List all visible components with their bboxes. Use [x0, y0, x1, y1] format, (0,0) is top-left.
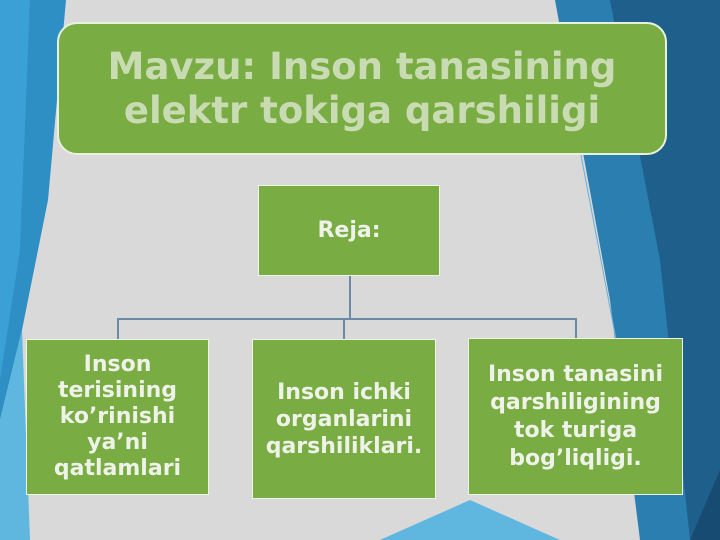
plan-item-1: Inson terisining ko’rinishi ya’ni qatlam…: [26, 339, 209, 495]
plan-box: Reja:: [258, 185, 440, 276]
connector-left: [117, 318, 119, 339]
plan-item-1-text: Inson terisining ko’rinishi ya’ni qatlam…: [53, 352, 182, 481]
plan-item-3-text: Inson tanasini qarshiligining tok turiga…: [487, 361, 664, 471]
slide-title: Mavzu: Inson tanasining elektr tokiga qa…: [107, 44, 617, 132]
connector-right: [575, 318, 577, 338]
connector-middle: [343, 318, 345, 339]
plan-item-2: Inson ichki organlarini qarshiliklari.: [252, 339, 436, 499]
connector-horizontal: [117, 318, 577, 320]
plan-item-2-text: Inson ichki organlarini qarshiliklari.: [265, 379, 423, 459]
plan-item-3: Inson tanasini qarshiligining tok turiga…: [468, 338, 683, 495]
connector-trunk: [349, 276, 351, 319]
title-box: Mavzu: Inson tanasining elektr tokiga qa…: [57, 22, 667, 155]
plan-label: Reja:: [317, 218, 381, 243]
